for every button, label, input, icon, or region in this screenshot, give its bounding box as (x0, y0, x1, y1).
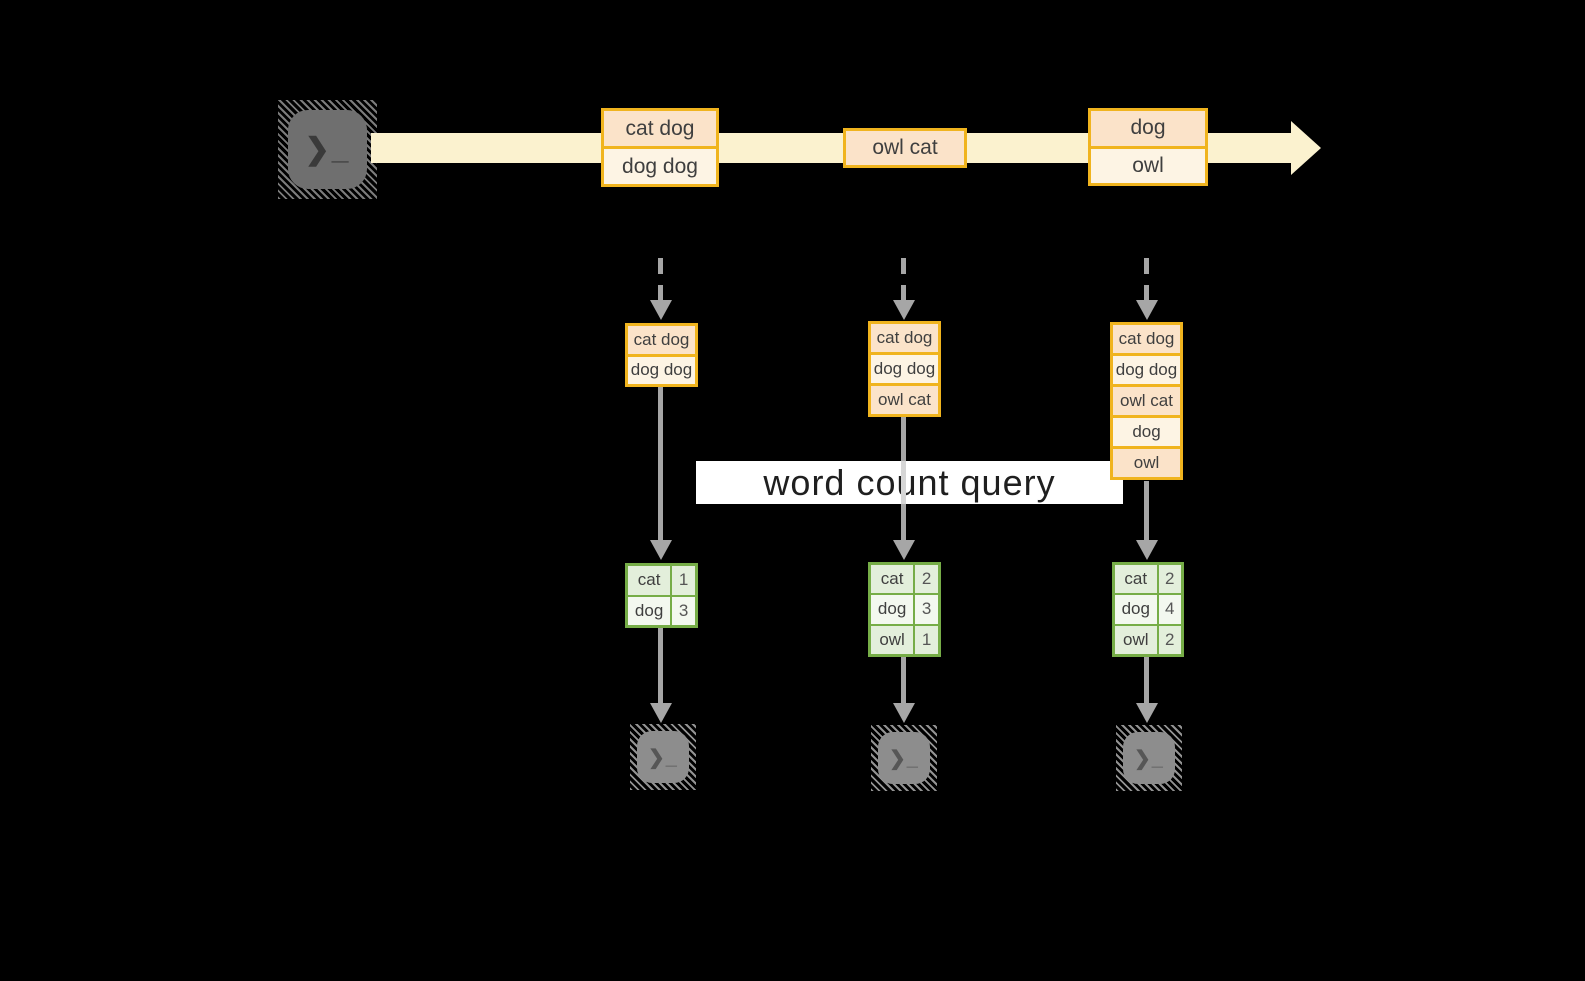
table-row: owl 1 (871, 625, 938, 654)
terminal-screen: ❯_ (288, 110, 367, 189)
arrowhead-icon (1136, 703, 1158, 723)
stack-row: owl cat (1113, 387, 1180, 415)
word-cell: cat (628, 566, 671, 595)
arrowhead-icon (893, 703, 915, 723)
arrowhead-icon (650, 300, 672, 320)
arrow-line (901, 657, 906, 703)
stack-row: cat dog (628, 326, 695, 354)
table-row: cat 1 (628, 566, 695, 595)
word-cell: dog (871, 595, 914, 624)
word-cell: cat (1115, 565, 1157, 594)
word-cell: cat (871, 565, 914, 594)
result-table-3: cat 2 dog 4 owl 2 (1112, 562, 1184, 657)
count-cell: 1 (672, 566, 695, 595)
query-label: word count query (696, 461, 1123, 504)
stream-timeline-arrowhead-icon (1291, 121, 1321, 175)
arrow-line (658, 387, 663, 540)
count-cell: 1 (915, 625, 938, 654)
terminal-screen: ❯_ (637, 731, 689, 783)
count-cell: 2 (915, 565, 938, 594)
dashed-arrow-line (1144, 258, 1149, 300)
table-row: cat 2 (1115, 565, 1181, 594)
stream-record-group-3: dog owl (1088, 108, 1208, 186)
count-cell: 3 (915, 595, 938, 624)
word-cell: dog (628, 596, 671, 625)
arrow-line (1144, 481, 1149, 540)
dashed-arrow-line (901, 258, 906, 300)
stack-row: cat dog (871, 324, 938, 352)
count-cell: 4 (1158, 595, 1181, 624)
arrow-line-over-label (901, 461, 906, 504)
terminal-prompt-icon: ❯_ (1134, 747, 1164, 770)
dashed-arrow-line (658, 258, 663, 300)
record-stack-3: cat dog dog dog owl cat dog owl (1110, 322, 1183, 480)
stream-record: dog dog (604, 149, 716, 184)
result-table-2: cat 2 dog 3 owl 1 (868, 562, 941, 657)
arrow-line (1144, 657, 1149, 703)
stack-row: owl (1113, 449, 1180, 477)
arrowhead-icon (1136, 300, 1158, 320)
table-row: dog 3 (628, 596, 695, 625)
stream-record: owl (1091, 148, 1205, 183)
table-row: owl 2 (1115, 625, 1181, 654)
stack-row: dog dog (628, 356, 695, 384)
output-terminal-icon: ❯_ (871, 725, 937, 791)
word-cell: owl (1115, 625, 1157, 654)
count-cell: 3 (672, 596, 695, 625)
query-label-text: word count query (763, 461, 1056, 503)
word-cell: dog (1115, 595, 1157, 624)
arrowhead-icon (1136, 540, 1158, 560)
arrow-line (658, 628, 663, 703)
arrowhead-icon (650, 540, 672, 560)
arrowhead-icon (893, 300, 915, 320)
terminal-prompt-icon: ❯_ (304, 133, 351, 166)
stream-record: dog (1091, 111, 1205, 146)
table-row: dog 3 (871, 595, 938, 624)
record-stack-2: cat dog dog dog owl cat (868, 321, 941, 417)
stack-row: dog dog (1113, 356, 1180, 384)
terminal-screen: ❯_ (878, 732, 930, 784)
stream-record-group-2: owl cat (843, 128, 967, 168)
terminal-screen: ❯_ (1123, 732, 1175, 784)
stack-row: dog (1113, 418, 1180, 446)
stack-row: dog dog (871, 355, 938, 383)
output-terminal-icon: ❯_ (1116, 725, 1182, 791)
stream-record: owl cat (846, 131, 964, 165)
stream-record: cat dog (604, 111, 716, 146)
count-cell: 2 (1158, 565, 1181, 594)
stream-record-group-1: cat dog dog dog (601, 108, 719, 187)
stack-row: owl cat (871, 386, 938, 414)
arrowhead-icon (893, 540, 915, 560)
result-table-1: cat 1 dog 3 (625, 563, 698, 628)
terminal-prompt-icon: ❯_ (648, 746, 678, 769)
word-cell: owl (871, 625, 914, 654)
stack-row: cat dog (1113, 325, 1180, 353)
source-terminal-icon: ❯_ (278, 100, 377, 199)
table-row: dog 4 (1115, 595, 1181, 624)
table-row: cat 2 (871, 565, 938, 594)
record-stack-1: cat dog dog dog (625, 323, 698, 387)
output-terminal-icon: ❯_ (630, 724, 696, 790)
count-cell: 2 (1158, 625, 1181, 654)
arrowhead-icon (650, 703, 672, 723)
terminal-prompt-icon: ❯_ (889, 747, 919, 770)
